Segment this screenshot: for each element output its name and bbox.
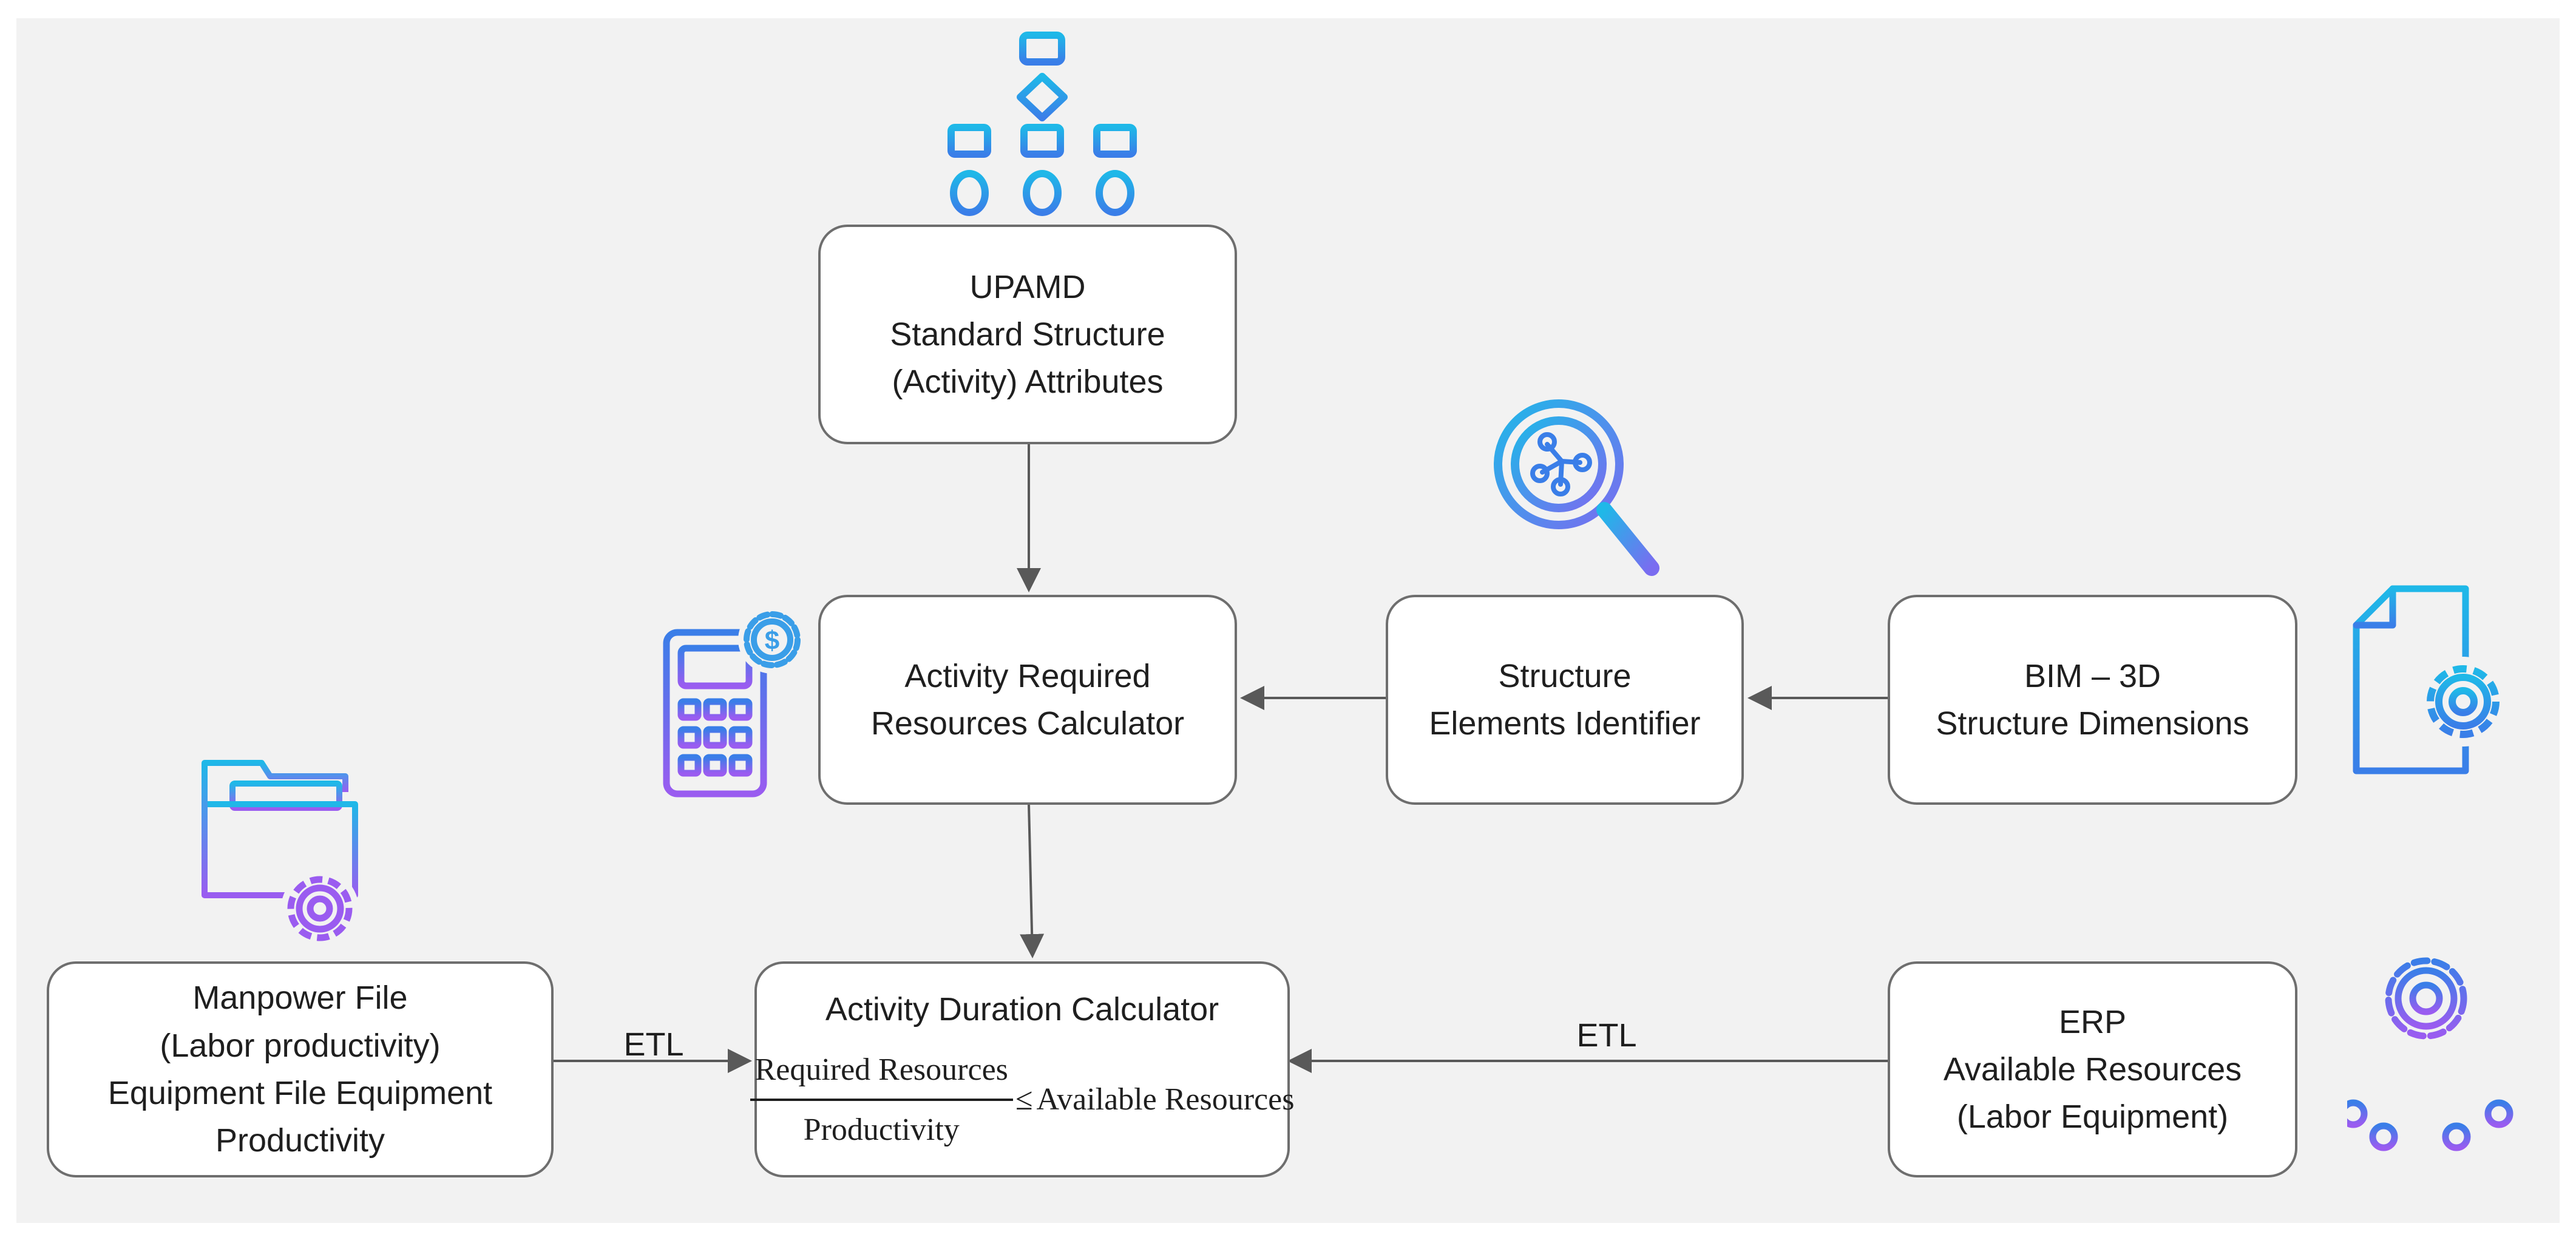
manpower-box: Manpower File (Labor productivity) Equip… — [47, 961, 554, 1177]
document-gear-icon — [2353, 585, 2508, 774]
elements-identifier-line-2: Elements Identifier — [1429, 705, 1701, 742]
connectors — [554, 444, 1888, 1073]
erp-line-2: Available Resources — [1943, 1051, 2242, 1088]
bim-line-2: Structure Dimensions — [1936, 705, 2249, 742]
resources-calculator-box: Activity Required Resources Calculator — [818, 595, 1237, 805]
upamd-line-3: (Activity) Attributes — [892, 364, 1164, 401]
upamd-box: UPAMD Standard Structure (Activity) Attr… — [818, 225, 1237, 444]
elements-identifier-box: Structure Elements Identifier — [1386, 595, 1744, 805]
formula-rhs: Available Resources — [1036, 1082, 1295, 1117]
diagram-panel: UPAMD Standard Structure (Activity) Attr… — [16, 18, 2560, 1223]
duration-formula: Required Resources Productivity ≤ Availa… — [750, 1047, 1295, 1153]
etl-label-right: ETL — [1576, 1017, 1637, 1054]
formula-denominator: Productivity — [803, 1113, 960, 1148]
arrow-resources-calculator-to-duration — [1020, 804, 1045, 958]
elements-identifier-line-1: Structure — [1498, 657, 1632, 694]
erp-line-1: ERP — [2058, 1003, 2127, 1040]
erp-box: ERP Available Resources (Labor Equipment… — [1888, 961, 2297, 1177]
formula-operator: ≤ — [1015, 1082, 1033, 1117]
calculator-dollar-gear-icon: $ — [663, 606, 806, 798]
duration-calculator-box: Activity Duration Calculator Required Re… — [750, 961, 1294, 1177]
resources-calculator-line-1: Activity Required — [904, 657, 1151, 694]
erp-line-3: (Labor Equipment) — [1956, 1099, 2229, 1136]
formula-numerator: Required Resources — [750, 1047, 1013, 1102]
manpower-line-2: (Labor productivity) — [160, 1027, 441, 1064]
upamd-line-1: UPAMD — [969, 268, 1086, 305]
bim-line-1: BIM – 3D — [2024, 657, 2161, 694]
manpower-line-1: Manpower File — [192, 980, 408, 1017]
bim-box: BIM – 3D Structure Dimensions — [1888, 595, 2297, 805]
svg-text:$: $ — [765, 626, 779, 655]
etl-label-left: ETL — [623, 1026, 684, 1063]
manpower-line-4: Productivity — [215, 1122, 385, 1159]
upamd-line-2: Standard Structure — [890, 316, 1165, 353]
resources-calculator-line-2: Resources Calculator — [870, 705, 1185, 742]
magnifier-network-icon — [1494, 399, 1659, 576]
manpower-line-3: Equipment File Equipment — [107, 1075, 493, 1111]
formula-fraction: Required Resources Productivity — [750, 1047, 1013, 1153]
folder-gear-icon — [202, 760, 359, 947]
flowchart-icon — [947, 32, 1137, 216]
gear-hierarchy-icon — [2347, 957, 2513, 1151]
duration-calculator-title: Activity Duration Calculator — [825, 991, 1219, 1028]
